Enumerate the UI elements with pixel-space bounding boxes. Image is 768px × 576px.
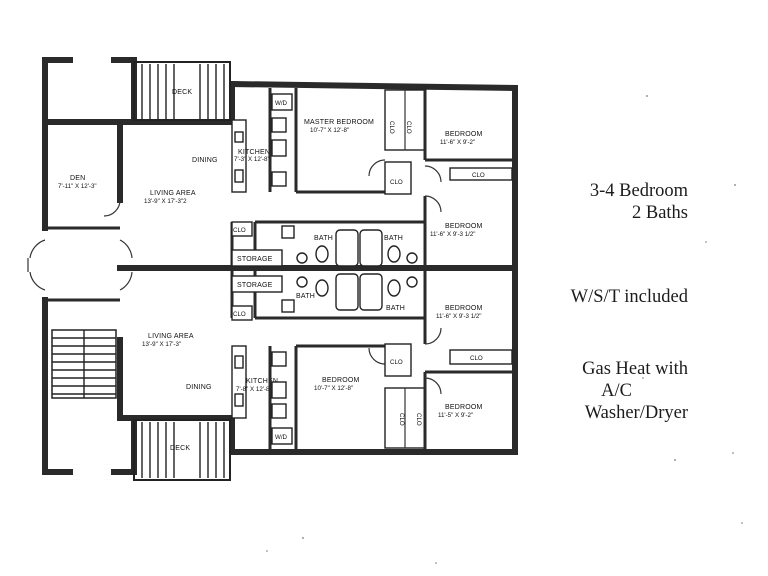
clo-3: CLO bbox=[390, 179, 403, 186]
bedroom-mid-right: BEDROOM 11'-6" X 9'-3 1/2" bbox=[423, 195, 483, 268]
bedroom-br-size: 11'-5" X 9'-2" bbox=[438, 412, 473, 419]
kitchen-bottom-label: KITCHEN bbox=[246, 378, 278, 385]
den-label: DEN bbox=[70, 175, 85, 182]
living-area-top: LIVING AREA 13'-9" X 17'-3"2 DINING bbox=[144, 157, 218, 205]
bedroom-bl-label: BEDROOM bbox=[322, 377, 360, 384]
clo-7: CLO bbox=[470, 355, 483, 362]
living-bottom-size: 13'-9" X 17'-3" bbox=[142, 341, 181, 348]
wd-top-label: W/D bbox=[275, 100, 288, 107]
dining-bottom-label: DINING bbox=[186, 384, 212, 391]
bedroom-mr-size: 11'-6" X 9'-3 1/2" bbox=[430, 231, 476, 238]
kitchen-bottom-size: 7'-8" X 12'-8" bbox=[236, 386, 272, 393]
bath-4-label: BATH bbox=[386, 305, 405, 312]
clo-8: CLO bbox=[390, 359, 403, 366]
den-size: 7'-11" X 12'-3" bbox=[58, 183, 97, 190]
bedroom-tr-size: 11'-6" X 9'-2" bbox=[440, 139, 475, 146]
deck-bottom-label: DECK bbox=[170, 445, 190, 452]
closets-bottom: CLO CLO CLO bbox=[384, 343, 426, 449]
deck-bottom: DECK bbox=[133, 419, 231, 481]
bedroom-lr-label: BEDROOM bbox=[445, 305, 483, 312]
utilities-text: W/S/T included bbox=[570, 287, 688, 307]
bedroom-br-label: BEDROOM bbox=[445, 404, 483, 411]
deck-top-label: DECK bbox=[172, 89, 192, 96]
baths-bottom: STORAGE CLO BATH BATH bbox=[231, 273, 425, 321]
closets-top: CLO CLO CLO CLO bbox=[384, 89, 513, 195]
bedroom-bl-size: 10'-7" X 12'-8" bbox=[314, 385, 353, 392]
bath-3-label: BATH bbox=[296, 293, 315, 300]
clo-1: CLO bbox=[388, 121, 395, 134]
bath-2-label: BATH bbox=[384, 235, 403, 242]
living-area-bottom: LIVING AREA 13'-9" X 17'-3" DINING bbox=[142, 333, 212, 391]
baths-top: CLO STORAGE BATH BATH bbox=[231, 220, 425, 267]
den-room: DEN 7'-11" X 12'-3" bbox=[58, 175, 121, 217]
master-bedroom-size: 10'-7" X 12'-8" bbox=[310, 127, 349, 134]
unit-divider bbox=[117, 222, 518, 318]
clo-4: CLO bbox=[472, 172, 485, 179]
living-top-size: 13'-9" X 17'-3"2 bbox=[144, 198, 187, 205]
storage-top-label: STORAGE bbox=[237, 256, 273, 263]
bedroom-lower-right: BEDROOM 11'-6" X 9'-3 1/2" CLO bbox=[423, 268, 515, 374]
living-top-label: LIVING AREA bbox=[150, 190, 196, 197]
clo-6: CLO bbox=[233, 311, 246, 318]
heat-line: Gas Heat with bbox=[582, 359, 688, 379]
clo-2: CLO bbox=[405, 121, 412, 134]
bedrooms-line: 3-4 Bedroom bbox=[589, 181, 688, 201]
kitchen-top-label: KITCHEN bbox=[238, 149, 270, 156]
entry-stairwell bbox=[27, 226, 133, 399]
storage-bottom-label: STORAGE bbox=[237, 282, 273, 289]
ac-line: A/C bbox=[601, 381, 632, 401]
clo-5: CLO bbox=[233, 227, 246, 234]
amenities-text: Gas Heat with A/C Washer/Dryer bbox=[520, 358, 688, 424]
deck-top: DECK bbox=[133, 61, 231, 121]
exterior-walls bbox=[42, 57, 518, 475]
scan-specks bbox=[266, 95, 743, 564]
master-bedroom: MASTER BEDROOM 10'-7" X 12'-8" bbox=[294, 88, 386, 194]
bedroom-bottom-left: BEDROOM 10'-7" X 12'-8" bbox=[294, 344, 386, 452]
kitchen-top-size: 7'-3" X 12'-8" bbox=[234, 156, 270, 163]
master-bedroom-label: MASTER BEDROOM bbox=[304, 119, 374, 126]
clo-10: CLO bbox=[415, 413, 422, 426]
bedroom-count-text: 3-4 Bedroom 2 Baths bbox=[520, 180, 688, 224]
wd-bottom-label: W/D bbox=[275, 434, 288, 441]
bedroom-bottom-right: BEDROOM 11'-5" X 9'-2" bbox=[423, 372, 483, 452]
bedroom-lr-size: 11'-6" X 9'-3 1/2" bbox=[436, 313, 482, 320]
bath-1-label: BATH bbox=[314, 235, 333, 242]
bedroom-tr-label: BEDROOM bbox=[445, 131, 483, 138]
kitchen-top: KITCHEN 7'-3" X 12'-8" W/D bbox=[231, 88, 293, 193]
clo-9: CLO bbox=[398, 413, 405, 426]
kitchen-bottom: KITCHEN 7'-8" X 12'-8" W/D bbox=[231, 345, 293, 452]
living-bottom-label: LIVING AREA bbox=[148, 333, 194, 340]
dining-top-label: DINING bbox=[192, 157, 218, 164]
bedroom-mr-label: BEDROOM bbox=[445, 223, 483, 230]
washer-dryer-line: Washer/Dryer bbox=[584, 403, 688, 423]
baths-line: 2 Baths bbox=[631, 203, 688, 223]
bedroom-top-right: BEDROOM 11'-6" X 9'-2" bbox=[423, 88, 515, 183]
